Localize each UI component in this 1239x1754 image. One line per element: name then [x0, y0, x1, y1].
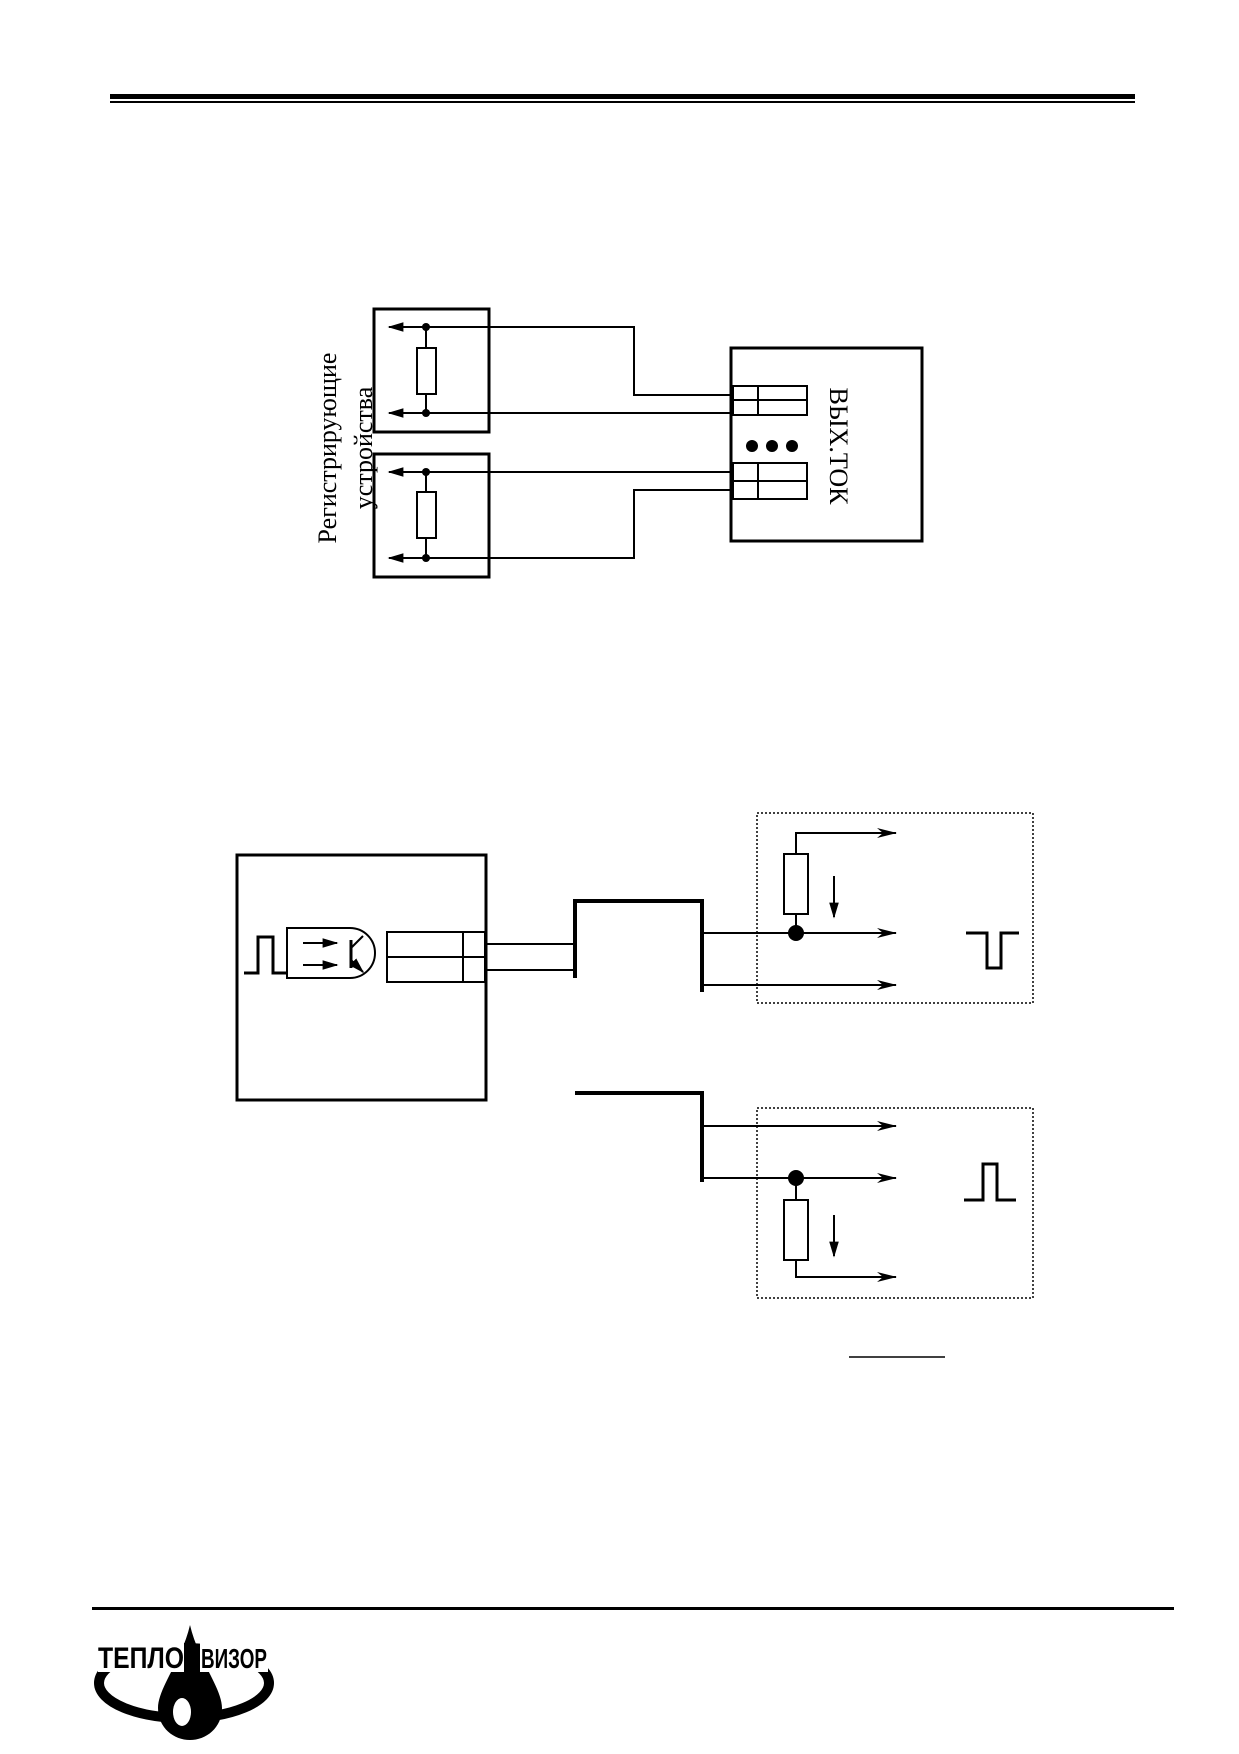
logo-text-left: ТЕПЛО: [98, 1642, 184, 1675]
recorder-label-line2: устройства: [349, 386, 378, 509]
input-pulse-symbol: [244, 935, 287, 975]
source-terminal-block: [386, 931, 486, 983]
source-device: [235, 853, 488, 1102]
recorder-label-line1: Регистрирующие: [313, 353, 342, 544]
positive-pulse-symbol: [964, 1162, 1016, 1202]
wires-diagram1: [426, 326, 732, 559]
wires-diagram2: [486, 943, 575, 971]
teplovizor-logo: ТЕПЛО ВИЗОР: [94, 1625, 274, 1740]
negative-pulse-symbol: [966, 931, 1019, 970]
switch-bracket-2: [575, 1091, 704, 1182]
current-output-diagram: [372, 307, 924, 579]
logo-text-right: ВИЗОР: [201, 1643, 267, 1674]
receiver-device-1: [702, 812, 1034, 1004]
receiver-device-2: [702, 1107, 1034, 1299]
output-module: [729, 346, 924, 543]
recorder-device-1: [372, 307, 491, 434]
output-current-label: ВЫХ.ТОК: [824, 388, 853, 506]
header-rule: [110, 94, 1135, 103]
switch-bracket-1: [573, 899, 704, 992]
footer-rule: [92, 1607, 1174, 1610]
ellipsis-dots: [746, 440, 798, 452]
terminal-block-2: [732, 462, 808, 500]
pulse-output-diagram: [235, 812, 1034, 1299]
recorder-device-2: [372, 452, 491, 579]
terminal-block-1: [732, 385, 808, 416]
optocoupler-icon: [286, 927, 376, 979]
